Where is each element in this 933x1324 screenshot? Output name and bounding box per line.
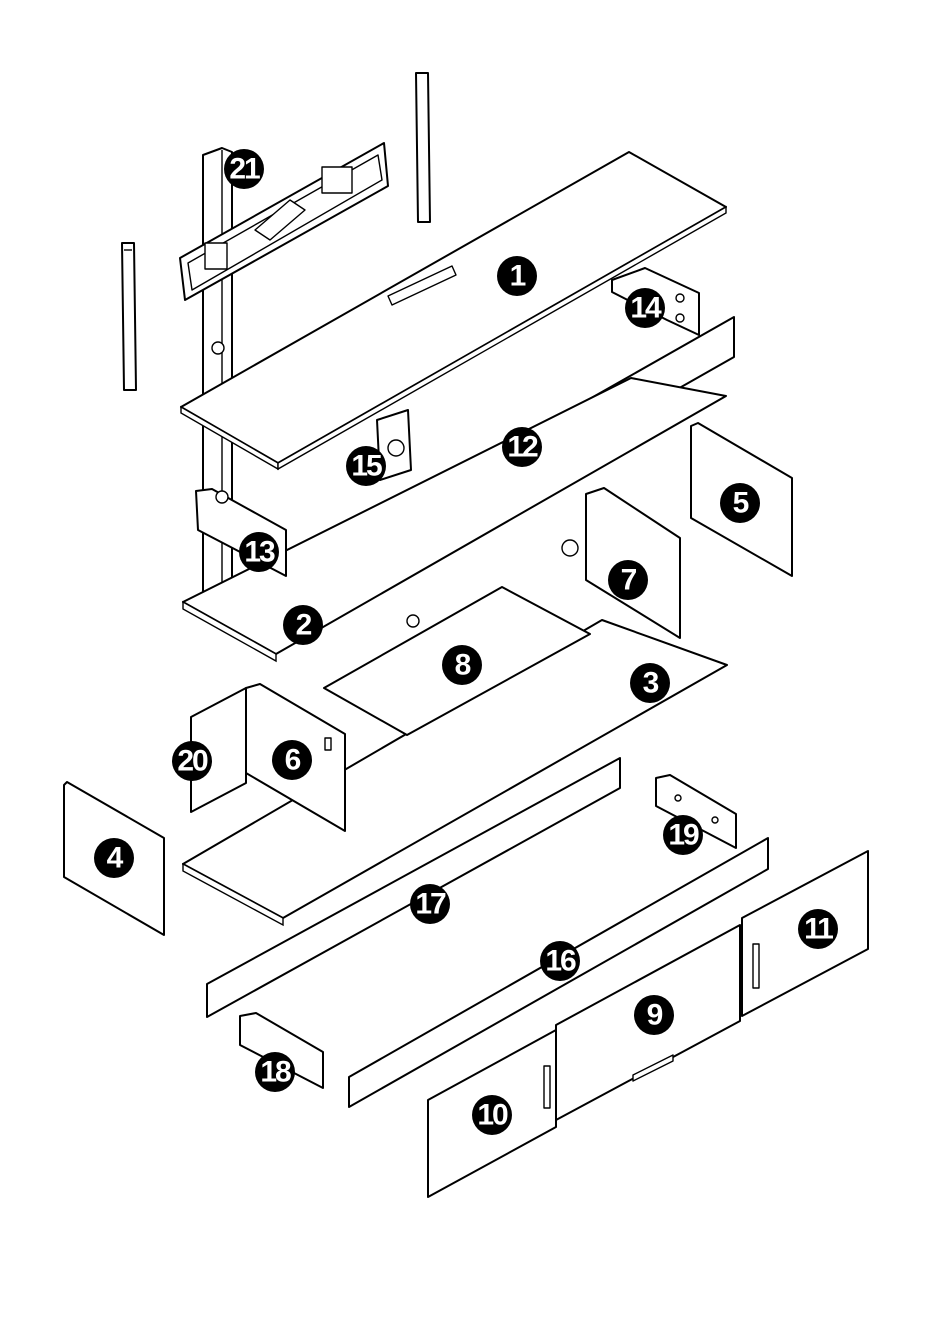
part-label-2: 2	[296, 609, 312, 642]
part-label-6: 6	[285, 744, 301, 777]
part-label-9: 9	[647, 999, 663, 1032]
part-label-16: 16	[545, 945, 576, 978]
part-label-19: 19	[668, 819, 699, 852]
part-label-3: 3	[643, 667, 659, 700]
wall-rail-left	[122, 243, 136, 390]
wall-rail-right	[416, 73, 430, 222]
part-label-12: 12	[507, 431, 538, 464]
part-label-18: 18	[260, 1056, 291, 1089]
part-label-14: 14	[630, 292, 662, 325]
part-label-7: 7	[621, 564, 637, 597]
part-label-8: 8	[455, 649, 471, 682]
part-label-4: 4	[107, 842, 124, 875]
part-label-17: 17	[415, 888, 446, 921]
part-label-11: 11	[804, 913, 833, 946]
part-label-10: 10	[477, 1099, 508, 1132]
part-label-5: 5	[733, 487, 749, 520]
part-label-1: 1	[510, 260, 526, 293]
part-label-13: 13	[244, 536, 275, 569]
part-label-20: 20	[177, 745, 208, 778]
part-label-21: 21	[229, 153, 260, 186]
part-label-15: 15	[351, 450, 382, 483]
